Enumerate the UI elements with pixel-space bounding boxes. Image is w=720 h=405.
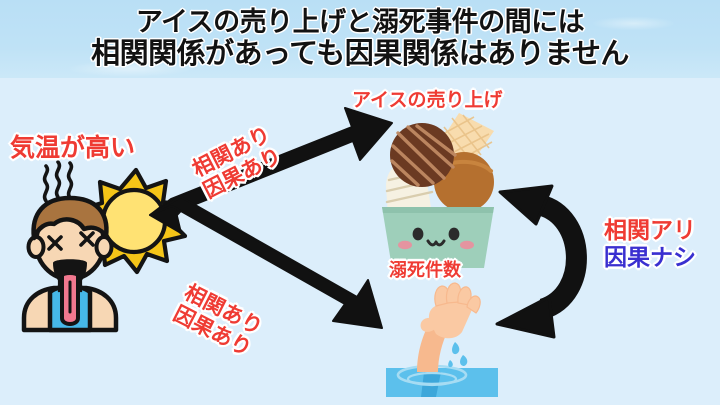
label-correlation-not-causation: 相関アリ 因果ナシ bbox=[604, 218, 696, 272]
label-cause: 気温が高い bbox=[10, 133, 136, 162]
title-line-1: アイスの売り上げと溺死事件の間には bbox=[135, 7, 585, 39]
label-ice-cream: アイスの売り上げ bbox=[352, 89, 503, 111]
title-line-2: 相関関係があっても因果関係はありません bbox=[91, 35, 629, 70]
label-drowning: 溺死件数 bbox=[389, 260, 461, 281]
header-band bbox=[0, 0, 720, 78]
page-title: アイスの売り上げと溺死事件の間には 相関関係があっても因果関係はありません bbox=[0, 0, 720, 78]
label-causation-no: 因果ナシ bbox=[604, 244, 696, 271]
label-correlation-yes: 相関アリ bbox=[604, 218, 696, 244]
